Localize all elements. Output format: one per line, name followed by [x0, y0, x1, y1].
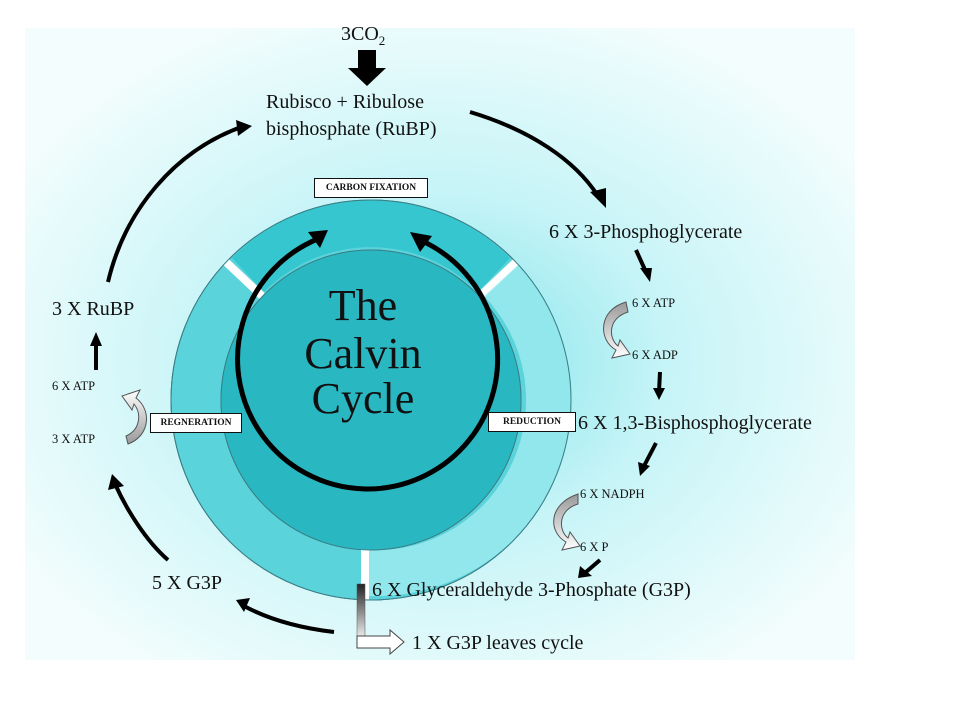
phase-regeneration: REGNERATION	[150, 413, 242, 433]
co2-input-arrow	[348, 50, 386, 86]
co2-subscript: 2	[378, 33, 386, 48]
regen-atp-bottom-label: 3 X ATP	[52, 432, 96, 446]
phase-reduction: REDUCTION	[488, 412, 576, 432]
nadph-p-curved-arrow	[553, 493, 581, 551]
g3p-leave-bar	[356, 583, 366, 643]
phase-carbon-fixation: CARBON FIXATION	[314, 178, 428, 198]
nadph-in-label: 6 X NADPH	[580, 487, 645, 501]
phosphoglycerate-label: 6 X 3-Phosphoglycerate	[549, 221, 743, 243]
cycle-title-line1: The	[328, 281, 398, 330]
inner-cycle-arrowhead-left	[308, 230, 328, 248]
cycle-title-line2: Calvin	[304, 329, 422, 378]
rubp-label: 3 X RuBP	[52, 298, 135, 320]
arrow-regen-to-rubisco	[106, 124, 245, 283]
rubisco-label-line1: Rubisco + Ribulose	[266, 91, 424, 113]
g3p-leave-arrow	[356, 628, 405, 656]
g3p-leaves-label: 1 X G3P leaves cycle	[412, 632, 584, 654]
phase-ring	[170, 199, 573, 601]
co2-main: 3CO	[341, 23, 379, 45]
arrow-bpg-down	[642, 442, 658, 467]
five-g3p-label: 5 X G3P	[152, 572, 223, 594]
arrow-p-down	[584, 558, 602, 574]
cycle-title-line3: Cycle	[311, 374, 415, 423]
atp-in-label: 6 X ATP	[632, 296, 676, 310]
regen-atp-top-label: 6 X ATP	[52, 379, 96, 393]
arrow-g3p-to-5g3p	[243, 604, 335, 634]
p-out-label: 6 X P	[580, 540, 609, 554]
rubisco-label-line2: bisphosphate (RuBP)	[266, 118, 437, 140]
inner-cycle-arrow	[235, 235, 501, 492]
g3p-label: 6 X Glyceraldehyde 3-Phosphate (G3P)	[372, 579, 691, 601]
arrow-5g3p-to-regen	[114, 485, 170, 562]
adp-out-label: 6 X ADP	[632, 348, 678, 362]
arrow-rubp-to-pga	[469, 110, 600, 198]
regeneration-atp-curved-arrow	[121, 389, 147, 445]
atp-adp-curved-arrow	[603, 301, 631, 359]
co2-label: 3CO2	[341, 24, 385, 47]
bisphosphoglycerate-label: 6 X 1,3-Bisphosphoglycerate	[578, 412, 812, 434]
inner-cycle-arrowhead-right	[410, 232, 432, 252]
